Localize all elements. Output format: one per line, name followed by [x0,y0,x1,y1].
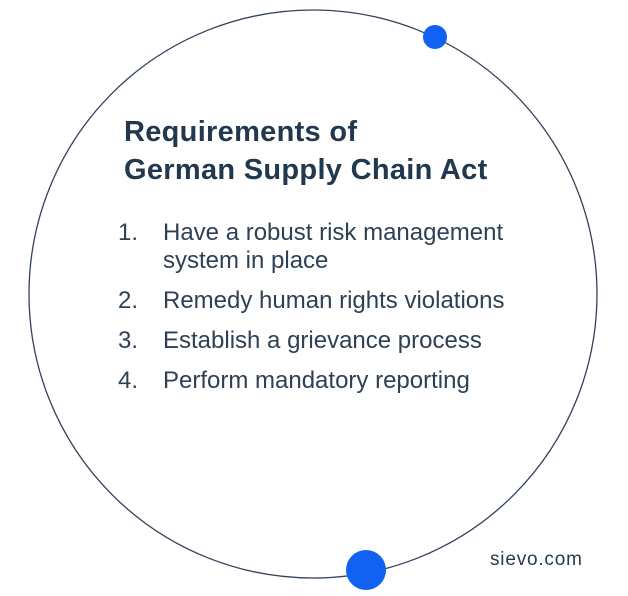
circle-outline [28,9,598,579]
accent-dot-bottom-icon [346,550,386,590]
list-item-number: 4. [118,367,139,394]
accent-dot-top-icon [423,25,447,49]
list-item: 4. Perform mandatory reporting [118,367,540,395]
list-item-number: 3. [118,327,139,354]
list-item: 2. Remedy human rights violations [118,287,540,315]
list-item-number: 1. [118,219,139,246]
list-item: 3. Establish a grievance process [118,327,540,355]
footer-url: sievo.com [490,549,583,570]
list-item-text: Have a robust risk management system in … [163,219,504,274]
page-title: Requirements of German Supply Chain Act [124,116,488,186]
list-item: 1. Have a robust risk management system … [118,219,540,275]
requirements-list: 1. Have a robust risk management system … [118,219,540,407]
list-item-text: Establish a grievance process [163,327,482,354]
list-item-number: 2. [118,287,139,314]
list-item-text: Perform mandatory reporting [163,367,470,394]
list-item-text: Remedy human rights violations [163,287,505,314]
